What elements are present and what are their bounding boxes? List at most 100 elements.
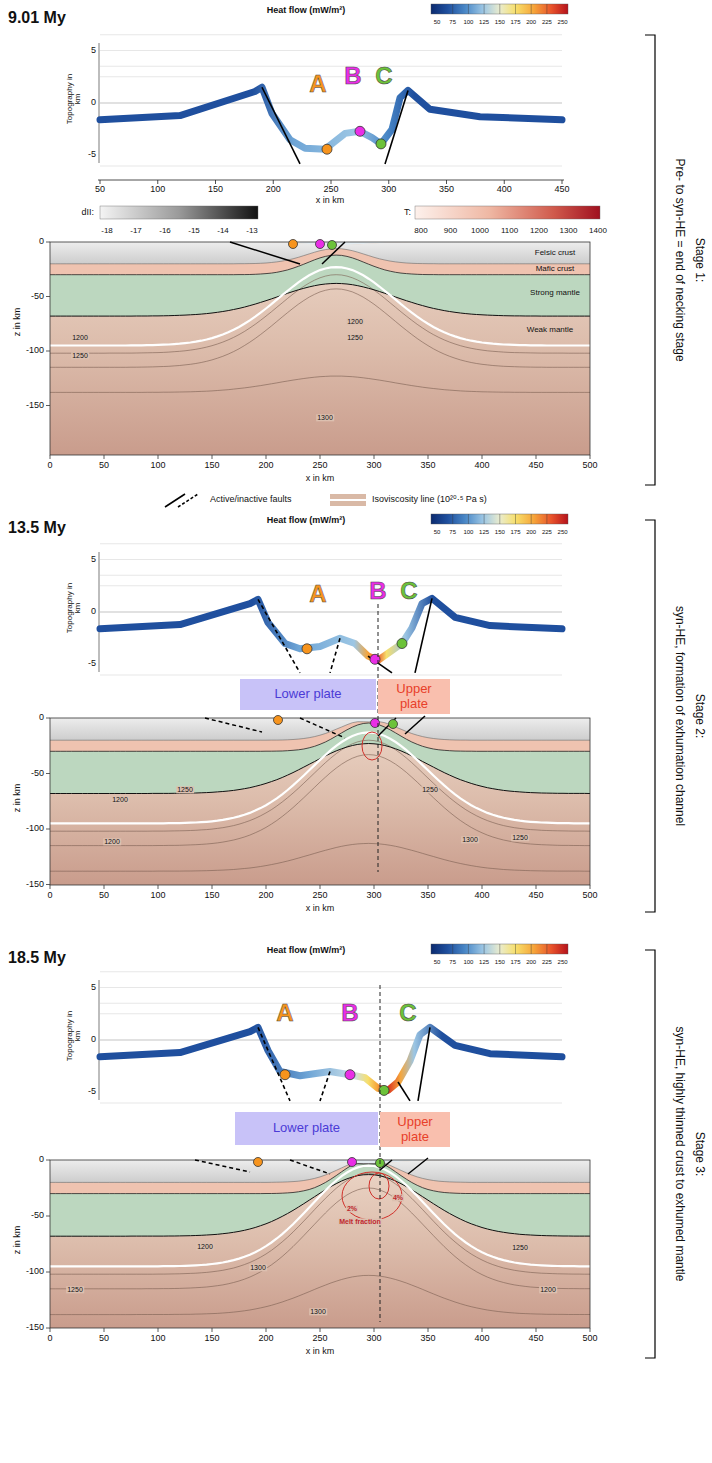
colorbar-tick-mark xyxy=(515,944,516,954)
axis-line xyxy=(99,552,100,672)
colorbar-tick-mark xyxy=(546,944,547,954)
layer-boundary xyxy=(50,255,590,275)
layer-boundary xyxy=(50,744,590,794)
axis-tick: 300 xyxy=(366,461,381,470)
axis-tick: 0 xyxy=(91,98,96,107)
grid-line xyxy=(100,543,562,544)
colorbar-tick: 100 xyxy=(463,959,473,965)
axis-tick: 200 xyxy=(258,891,273,900)
axis-tick-mark xyxy=(104,455,105,459)
axis-tick: 150 xyxy=(204,1334,219,1343)
axis-tick-mark xyxy=(157,180,158,184)
axis-tick-mark xyxy=(212,885,213,889)
axis-tick: 0 xyxy=(91,1035,96,1044)
axis-tick: 5 xyxy=(91,983,96,992)
colorbar-tick: 100 xyxy=(463,529,473,535)
weak-mantle xyxy=(50,242,590,455)
fault-line xyxy=(398,1082,410,1101)
colorbar-tick: 225 xyxy=(542,959,552,965)
site-marker xyxy=(345,1070,355,1080)
grid-line xyxy=(100,559,562,560)
axis-title: z in km xyxy=(13,308,22,337)
axis-tick: 150 xyxy=(204,461,219,470)
axis-tick: 450 xyxy=(528,461,543,470)
fault-line xyxy=(205,718,262,732)
axis-tick: 100 xyxy=(150,891,165,900)
site-letter: A xyxy=(276,1000,293,1025)
axis-tick: -50 xyxy=(31,1211,44,1220)
colorbar-tick-mark xyxy=(468,514,469,524)
colorbar xyxy=(431,944,568,954)
axis-tick: 300 xyxy=(366,891,381,900)
layer-boundary xyxy=(50,1175,590,1237)
site-marker xyxy=(328,241,337,250)
colorbar-tick: 175 xyxy=(510,19,520,25)
colorbar-tick: 250 xyxy=(558,19,568,25)
stage-description: Pre- to syn-HE = end of necking stage xyxy=(674,158,687,361)
axis-tick: 5 xyxy=(91,555,96,564)
axis-tick: 400 xyxy=(474,461,489,470)
axis-tick-mark xyxy=(482,885,483,889)
axis-tick: 50 xyxy=(99,891,109,900)
axis-tick-mark xyxy=(158,885,159,889)
fault-line xyxy=(405,716,425,734)
contour-label: 1250 xyxy=(176,786,194,793)
axis-tick-mark xyxy=(50,1328,51,1332)
grid-line xyxy=(100,971,562,972)
colorbar-tick: 75 xyxy=(449,529,456,535)
colorbar-tick: 250 xyxy=(558,529,568,535)
fault-line xyxy=(415,598,432,673)
colorbar xyxy=(415,206,600,219)
axis-tick-mark xyxy=(46,1272,50,1273)
axis-tick-mark xyxy=(320,885,321,889)
axis-tick-mark xyxy=(590,885,591,889)
colorbar-title: dII: xyxy=(81,208,94,217)
legend-text: Isoviscosity line (10²⁰·⁵ Pa s) xyxy=(372,495,487,504)
axis-tick-mark xyxy=(374,1328,375,1332)
colorbar-tick-mark xyxy=(531,4,532,14)
axis-tick: 200 xyxy=(266,185,281,194)
colorbar-tick: -16 xyxy=(159,227,171,235)
axis-tick: -50 xyxy=(31,292,44,301)
plate-label: Lower plate xyxy=(273,1121,340,1135)
colorbar-tick: 225 xyxy=(542,529,552,535)
axis-tick-mark xyxy=(266,1328,267,1332)
plate-divide-line xyxy=(380,985,381,1322)
axis-tick: -100 xyxy=(26,1267,44,1276)
axis-title: x in km xyxy=(316,196,345,205)
isotherm xyxy=(50,289,590,367)
sea-level-line xyxy=(100,612,562,613)
axis-tick-mark xyxy=(50,885,51,889)
axis-tick-mark xyxy=(446,180,447,184)
stage-number: Stage 1: xyxy=(694,238,707,283)
site-marker xyxy=(322,144,332,154)
axis-tick: 0 xyxy=(39,713,44,722)
layer-label: Strong mantle xyxy=(530,289,580,297)
axis-tick: -150 xyxy=(26,880,44,889)
stage-bracket xyxy=(645,35,655,485)
isotherm xyxy=(50,755,590,846)
colorbar-tick: 900 xyxy=(444,227,457,235)
colorbar-tick: 250 xyxy=(558,959,568,965)
axis-tick-mark xyxy=(50,455,51,459)
axis-tick-mark xyxy=(482,455,483,459)
isotherm xyxy=(50,843,590,871)
colorbar-title: Heat flow (mW/m²) xyxy=(267,6,346,15)
melt-contour xyxy=(369,1173,389,1199)
axis-tick-mark xyxy=(266,455,267,459)
isotherm xyxy=(50,740,590,831)
colorbar-tick: -17 xyxy=(130,227,142,235)
contour-label: 1300 xyxy=(316,414,334,421)
layer-label: Felsic crust xyxy=(535,249,575,257)
axis-tick-mark xyxy=(536,1328,537,1332)
colorbar-tick-mark xyxy=(546,514,547,524)
stage-number: Stage 2: xyxy=(694,694,707,739)
fault-line xyxy=(262,87,300,164)
colorbar-tick: -15 xyxy=(188,227,200,235)
legend-text: Active/inactive faults xyxy=(210,495,292,504)
axis-tick: 500 xyxy=(582,1334,597,1343)
axis-tick: 400 xyxy=(474,891,489,900)
contour-label: 1300 xyxy=(249,1264,267,1271)
frame xyxy=(50,242,590,455)
site-letter: B xyxy=(344,63,361,88)
